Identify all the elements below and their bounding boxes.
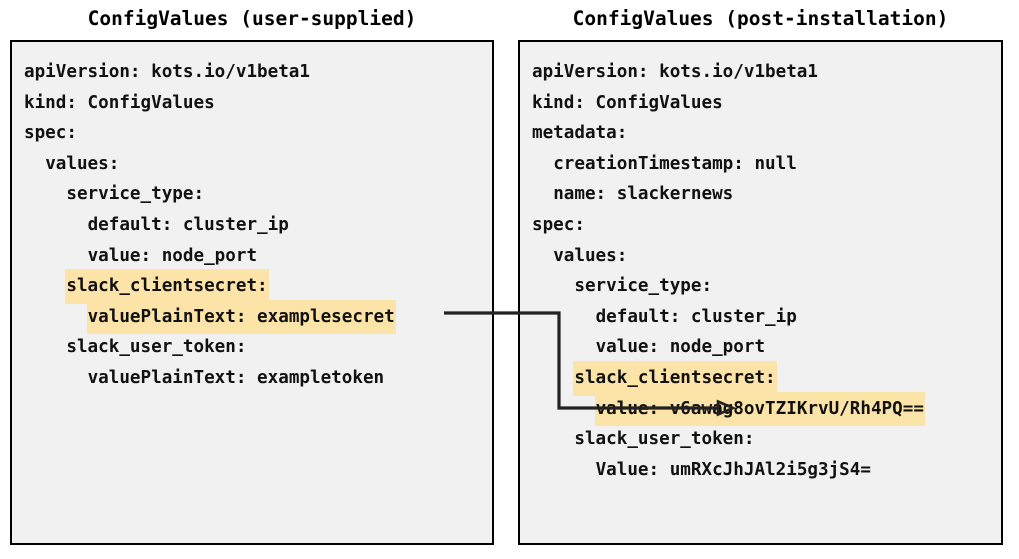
line-indent xyxy=(531,337,595,357)
line-text: service_type: xyxy=(66,184,205,205)
line-text: default: cluster_ip xyxy=(87,214,289,235)
left-code-line: valuePlainText: examplesecret xyxy=(12,299,492,335)
line-text: spec: xyxy=(24,123,77,144)
line-indent xyxy=(531,246,552,266)
line-indent xyxy=(531,276,573,296)
right-code-line: value: node_port xyxy=(520,330,1001,361)
right-code-line: Value: umRXcJhJAl2i5g3jS4= xyxy=(520,453,1001,484)
right-code-line: values: xyxy=(520,239,1001,270)
line-text: apiVersion: kots.io/v1beta1 xyxy=(24,62,310,82)
left-code-line: spec: xyxy=(12,116,492,147)
line-text: metadata: xyxy=(532,123,628,144)
right-panel-title: ConfigValues (post-installation) xyxy=(572,7,949,30)
line-indent xyxy=(23,307,87,327)
line-text: spec: xyxy=(532,214,585,235)
right-code-line: metadata: xyxy=(520,116,1001,147)
line-indent xyxy=(23,246,87,266)
right-code-line: spec: xyxy=(520,208,1001,239)
line-text: value: node_port xyxy=(87,245,258,266)
line-text: Value: umRXcJhJAl2i5g3jS4= xyxy=(595,459,871,480)
right-code-line: default: cluster_ip xyxy=(520,300,1001,331)
left-code-line: slack_clientsecret: xyxy=(12,269,492,304)
left-code-line: values: xyxy=(12,147,492,178)
line-text: valuePlainText: examplesecret xyxy=(86,299,396,335)
left-code-lines: apiVersion: kots.io/v1beta1 kind: ConfigV… xyxy=(12,55,492,392)
line-indent xyxy=(23,215,87,235)
right-code-line: creationTimestamp: null xyxy=(520,147,1001,178)
line-indent xyxy=(531,154,552,174)
line-indent xyxy=(23,276,65,296)
line-text: value: v6awag8ovTZIKrvU/Rh4PQ== xyxy=(594,391,925,427)
right-code-lines: apiVersion: kots.io/v1beta1 kind: ConfigV… xyxy=(520,55,1001,483)
right-code-line: apiVersion: kots.io/v1beta1 xyxy=(520,55,1001,86)
left-code-line: kind: ConfigValues xyxy=(12,86,492,117)
line-indent xyxy=(531,307,595,327)
left-code-line: apiVersion: kots.io/v1beta1 xyxy=(12,55,492,86)
left-panel-title: ConfigValues (user-supplied) xyxy=(87,7,417,30)
line-indent xyxy=(23,368,87,388)
right-code-line: value: v6awag8ovTZIKrvU/Rh4PQ== xyxy=(520,391,1001,427)
right-code-line: slack_user_token: xyxy=(520,422,1001,453)
line-indent xyxy=(23,337,65,357)
line-indent xyxy=(531,429,573,449)
right-code-line: name: slackernews xyxy=(520,177,1001,208)
line-text: slack_user_token: xyxy=(574,429,755,450)
right-code-line: service_type: xyxy=(520,269,1001,300)
line-text: values: xyxy=(553,245,628,266)
line-text: name: slackernews xyxy=(553,184,734,205)
right-code-line: kind: ConfigValues xyxy=(520,86,1001,117)
line-text: slack_clientsecret: xyxy=(65,269,269,304)
line-text: slack_user_token: xyxy=(66,337,247,358)
line-text: kind: ConfigValues xyxy=(532,92,723,113)
line-text: kind: ConfigValues xyxy=(24,92,215,113)
line-indent xyxy=(531,399,595,419)
line-indent xyxy=(531,368,573,388)
left-code-line: service_type: xyxy=(12,177,492,208)
right-code-line: slack_clientsecret: xyxy=(520,360,1001,396)
line-text: service_type: xyxy=(574,276,713,297)
line-text: values: xyxy=(45,153,120,174)
line-indent xyxy=(531,460,595,480)
line-text: apiVersion: kots.io/v1beta1 xyxy=(532,62,818,82)
left-config-values-box: apiVersion: kots.io/v1beta1 kind: ConfigV… xyxy=(10,40,494,545)
line-indent xyxy=(531,184,552,204)
left-code-line: default: cluster_ip xyxy=(12,208,492,239)
line-text: creationTimestamp: null xyxy=(553,153,797,174)
line-text: valuePlainText: exampletoken xyxy=(87,367,385,388)
left-code-line: slack_user_token: xyxy=(12,330,492,361)
line-indent xyxy=(23,154,44,174)
left-code-line: valuePlainText: exampletoken xyxy=(12,361,492,392)
line-text: slack_clientsecret: xyxy=(573,360,777,396)
line-indent xyxy=(23,184,65,204)
left-code-line: value: node_port xyxy=(12,239,492,270)
right-config-values-box: apiVersion: kots.io/v1beta1 kind: ConfigV… xyxy=(518,40,1003,545)
line-text: value: node_port xyxy=(595,337,766,358)
line-text: default: cluster_ip xyxy=(595,306,797,327)
